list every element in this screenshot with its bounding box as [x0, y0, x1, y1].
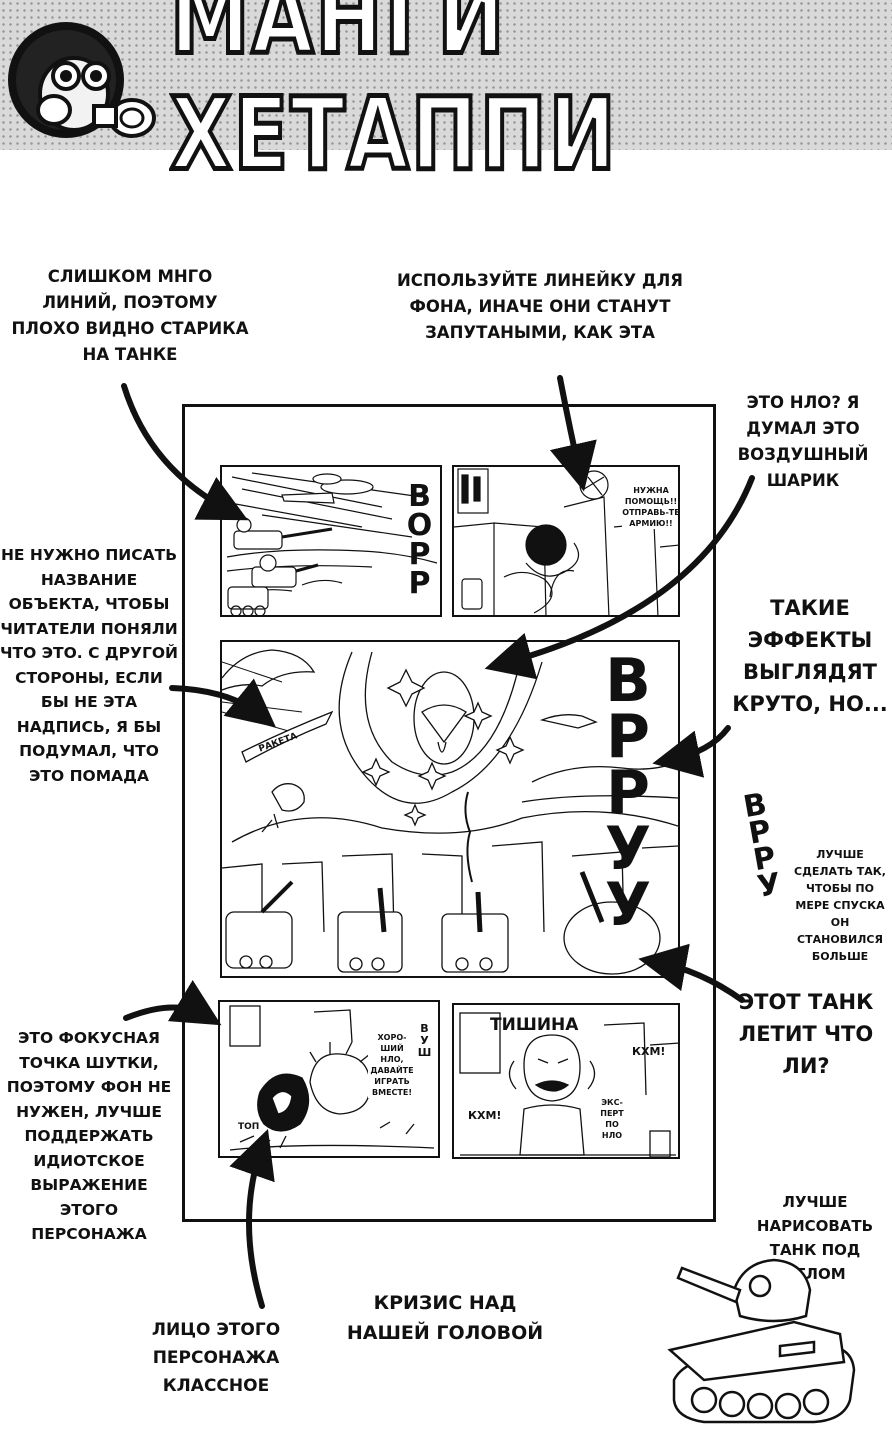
sfx-vush: ВУШ: [418, 1022, 431, 1058]
expert-label: ЭКС-ПЕРТ ПО НЛО: [600, 1098, 624, 1140]
note-better-growing: ЛУЧШЕ СДЕЛАТЬ ТАК, ЧТОБЫ ПО МЕРЕ СПУСКА …: [794, 848, 886, 963]
note-tank-flying: ЭТОТ ТАНК ЛЕТИТ ЧТО ЛИ?: [738, 990, 874, 1078]
balloon-good-ufo: ХОРО-ШИЙ НЛО, ДАВАЙТЕ ИГРАТЬ ВМЕСТЕ!: [368, 1032, 416, 1098]
panel-call-for-help: НУЖНА ПОМОЩЬ!! ОТПРАВЬ-ТЕ АРМИЮ!!: [452, 465, 680, 617]
panel-tank-battle: ВОРР: [220, 465, 442, 617]
note-face-classy: ЛИЦО ЭТОГО ПЕРСОНАЖА КЛАССНОЕ: [151, 1320, 281, 1396]
note-ufo-question: ЭТО НЛО? Я ДУМАЛ ЭТО ВОЗДУШНЫЙ ШАРИК: [737, 393, 869, 490]
balloon-help: НУЖНА ПОМОЩЬ!! ОТПРАВЬ-ТЕ АРМИЮ!!: [622, 485, 680, 529]
panel-ufo-attack: РАКЕТА: [220, 640, 680, 978]
silence-label: ТИШИНА: [490, 1015, 579, 1035]
header-title: МАНГИ ХЕТАППИ: [168, 0, 618, 195]
note-too-many-lines: СЛИШКОМ МНГО ЛИНИЙ, ПОЭТОМУ ПЛОХО ВИДНО …: [11, 267, 249, 364]
sfx-vrru-big: ВРРУУ: [593, 646, 663, 926]
comic-title: КРИЗИС НАД НАШЕЙ ГОЛОВОЙ: [346, 1292, 544, 1344]
ufo-attack-drawing: [222, 649, 678, 975]
silence-drawing: [459, 1012, 678, 1157]
panel-silence: ТИШИНА КХМ! КХМ! ЭКС-ПЕРТ ПО НЛО: [452, 1003, 680, 1159]
sfx-khm-1: КХМ!: [632, 1045, 666, 1058]
header-banner: МАНГИ ХЕТАППИ: [0, 0, 892, 195]
sfx-bopp: ВОРР: [402, 479, 437, 595]
note-focus-point: ЭТО ФОКУСНАЯ ТОЧКА ШУТКИ, ПОЭТОМУ ФОН НЕ…: [6, 1029, 172, 1243]
tank-battle-drawing: [226, 472, 438, 615]
gas-mask-logo-icon: [8, 22, 156, 138]
sfx-khm-2: КХМ!: [468, 1109, 502, 1122]
manga-page-frame: [182, 404, 716, 1222]
note-effects-cool: ТАКИЕ ЭФФЕКТЫ ВЫГЛЯДЯТ КРУТО, НО...: [732, 596, 888, 716]
panel-focus-gag: ХОРО-ШИЙ НЛО, ДАВАЙТЕ ИГРАТЬ ВМЕСТЕ! ВУШ…: [218, 1000, 440, 1158]
note-no-label-needed: НЕ НУЖНО ПИСАТЬ НАЗВАНИЕ ОБЪЕКТА, ЧТОБЫ …: [0, 546, 178, 785]
sfx-vrru-demo: ВРРУ: [734, 785, 789, 899]
focus-gag-drawing: [229, 1005, 435, 1153]
sfx-top: ТОП: [238, 1122, 260, 1132]
angled-tank-icon: [667, 1258, 856, 1424]
note-use-ruler: ИСПОЛЬЗУЙТЕ ЛИНЕЙКУ ДЛЯ ФОНА, ИНАЧЕ ОНИ …: [396, 271, 684, 342]
